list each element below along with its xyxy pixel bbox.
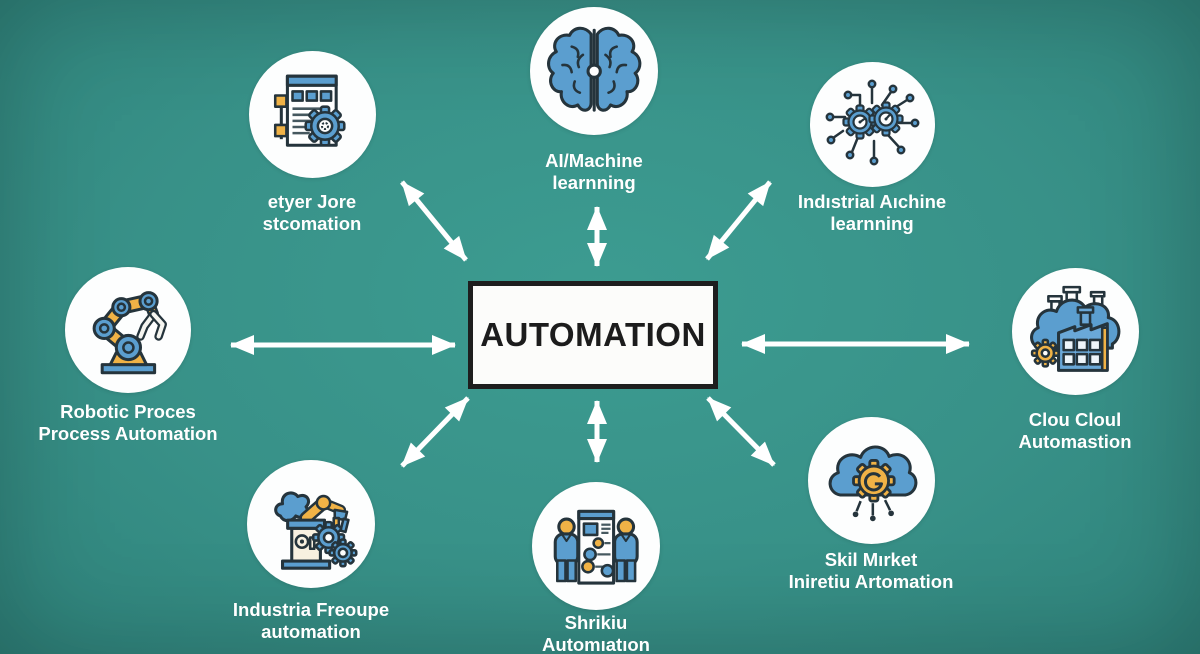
- icon-circle: [65, 267, 191, 393]
- brain-icon: [546, 26, 642, 112]
- center-title: AUTOMATION: [480, 316, 706, 353]
- node-bottom-left: Industria Freoupe automation: [196, 460, 426, 643]
- node-label: Shrikiu Automıatıon: [542, 612, 650, 654]
- node-label: etyer Jore stcomation: [262, 191, 362, 234]
- icon-circle: [1011, 268, 1139, 395]
- icon-circle: [807, 417, 935, 544]
- center-automation-box: AUTOMATION: [468, 281, 718, 389]
- node-bottom-center: Shrikiu Automıatıon: [481, 482, 711, 654]
- people-document-icon: [553, 509, 639, 585]
- node-right: Clou Cloul Automastion: [960, 268, 1190, 453]
- arrow-down-left: [400, 396, 470, 468]
- icon-circle: [532, 482, 660, 610]
- cloud-factory-icon: [1030, 285, 1121, 372]
- node-label: Robotic Proces Process Automation: [38, 401, 218, 444]
- node-label: Industria Freoupe automation: [232, 599, 390, 642]
- node-top-left: etyer Jore stcomation: [197, 51, 427, 235]
- industrial-robot-icon: [274, 491, 358, 570]
- node-label: Indıstrial Aıchine learnning: [797, 191, 947, 234]
- icon-circle: [809, 62, 935, 187]
- cloud-gear-icon: [828, 445, 918, 521]
- node-label: Clou Cloul Automastion: [1018, 409, 1132, 452]
- robotic-arm-icon: [92, 290, 167, 374]
- node-bottom-right: Skil Mırket Iniretiu Artomation: [746, 417, 996, 593]
- icon-circle: [248, 51, 376, 178]
- circuit-gears-icon: [825, 79, 920, 165]
- document-gear-icon: [274, 74, 346, 147]
- node-label: AI/Machine learnning: [545, 150, 643, 193]
- node-label: Skil Mırket Iniretiu Artomation: [788, 549, 954, 592]
- node-top-center: AI/Machine learnning: [479, 7, 709, 194]
- node-top-right: Indıstrial Aıchine learnning: [747, 62, 997, 235]
- node-left: Robotic Proces Process Automation: [13, 267, 243, 445]
- icon-circle: [530, 7, 658, 135]
- icon-circle: [247, 460, 375, 588]
